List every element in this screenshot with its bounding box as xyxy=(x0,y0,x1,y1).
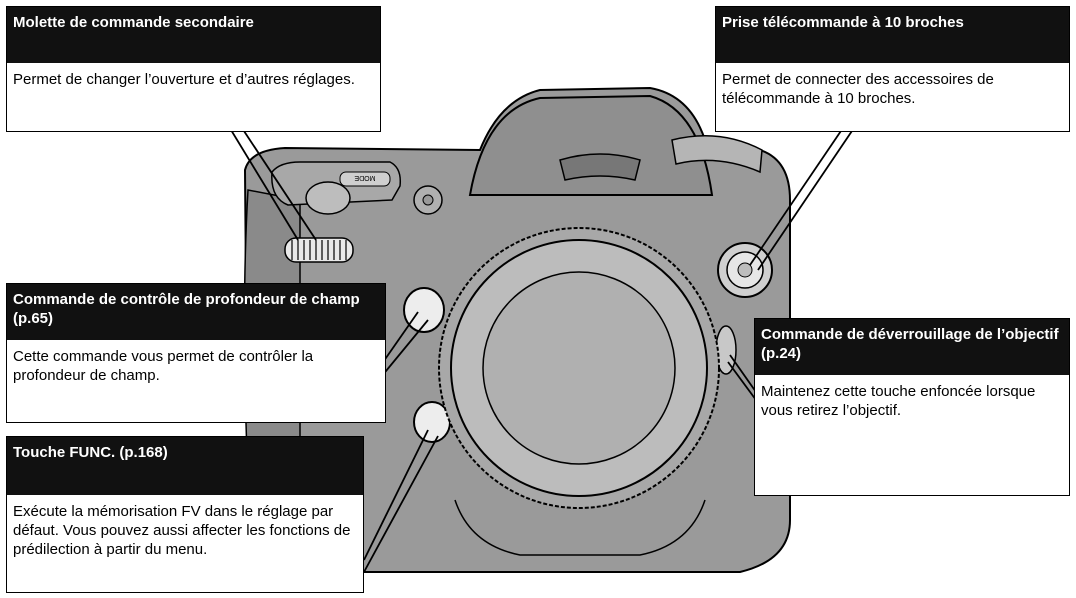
callout-description: Permet de changer l’ouverture et d’autre… xyxy=(13,71,355,88)
callout-description: Permet de connecter des accessoires de t… xyxy=(722,71,994,107)
callout-lens-release: Commande de déverrouillage de l’objectif… xyxy=(754,318,1070,496)
sub-command-dial xyxy=(284,237,354,263)
callout-title: Prise télécommande à 10 broches xyxy=(716,7,1069,63)
leader-lines xyxy=(227,124,857,573)
callout-depth-of-field: Commande de contrôle de profondeur de ch… xyxy=(6,283,386,423)
callout-title: Molette de commande secondaire xyxy=(7,7,380,63)
callout-title: Touche FUNC. (p.168) xyxy=(7,437,363,495)
body-cap-inner xyxy=(482,271,676,465)
dof-preview-button xyxy=(403,287,445,333)
mode-button-label: MODE xyxy=(354,174,375,181)
callout-description: Maintenez cette touche enfoncée lorsque … xyxy=(761,383,1036,419)
mode-dial-knob xyxy=(305,181,351,215)
callout-title: Commande de déverrouillage de l’objectif… xyxy=(755,319,1069,375)
callout-sub-command-dial: Molette de commande secondaire Permet de… xyxy=(6,6,381,132)
callout-description: Cette commande vous permet de contrôler … xyxy=(13,348,314,384)
callout-func-button: Touche FUNC. (p.168) Exécute la mémorisa… xyxy=(6,436,364,593)
ten-pin-terminal xyxy=(717,242,773,298)
prism-window xyxy=(559,153,641,181)
callout-title: Commande de contrôle de profondeur de ch… xyxy=(7,284,385,340)
callout-remote-terminal: Prise télécommande à 10 broches Permet d… xyxy=(715,6,1070,132)
top-right-dial xyxy=(671,135,763,174)
callout-description: Exécute la mémorisation FV dans le régla… xyxy=(13,503,351,558)
